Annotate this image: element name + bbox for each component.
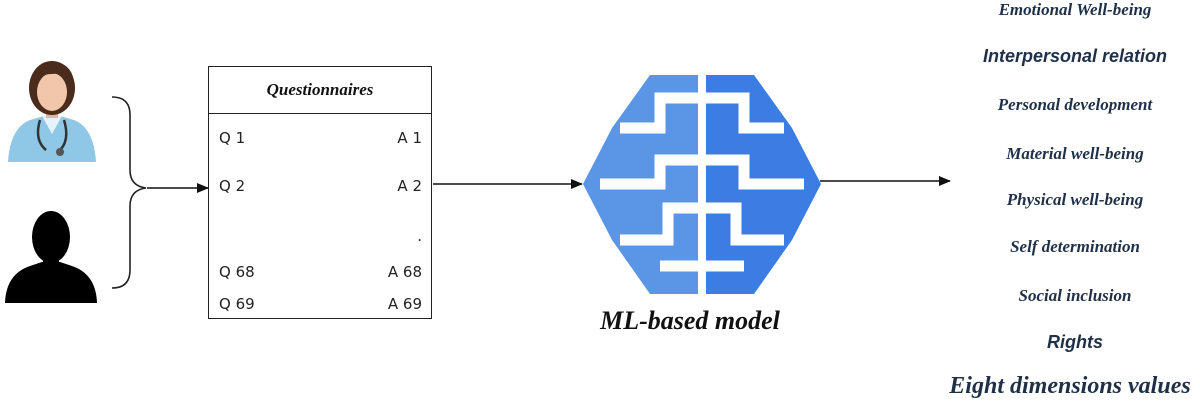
doctor-avatar-icon [8, 61, 96, 162]
grouping-brace [111, 96, 147, 289]
brain-model-icon [583, 70, 821, 300]
questionnaire-title: Questionnaires [209, 67, 431, 114]
question-label: Q 69 [219, 295, 255, 313]
person-silhouette-icon [5, 211, 97, 303]
dimensions-footer: Eight dimensions values [949, 373, 1191, 399]
model-label: ML-based model [600, 306, 780, 335]
dimension-interpersonal-relation: Interpersonal relation [982, 46, 1168, 66]
answer-label: A 69 [387, 295, 422, 313]
question-label: Q 2 [219, 177, 246, 195]
dimension-self-determination: Self determination [1010, 237, 1140, 256]
answer-label: A 2 [397, 177, 422, 195]
dimension-physical-wellbeing: Physical well-being [1006, 190, 1144, 209]
dimension-emotional-wellbeing: Emotional Well-being [998, 0, 1152, 19]
answer-label: A 68 [387, 263, 422, 281]
dimension-material-wellbeing: Material well-being [1006, 144, 1144, 163]
questionnaire-box: Questionnaires Q 1 A 1 Q 2 A 2 . Q 68 A … [208, 66, 432, 319]
dimension-personal-development: Personal development [997, 95, 1153, 114]
question-label: Q 1 [219, 129, 246, 147]
answer-label: A 1 [397, 129, 422, 147]
dimension-social-inclusion: Social inclusion [1018, 286, 1132, 305]
dimension-rights: Rights [1047, 332, 1103, 352]
question-label: Q 68 [219, 263, 255, 281]
answer-ellipsis: . [417, 227, 422, 245]
